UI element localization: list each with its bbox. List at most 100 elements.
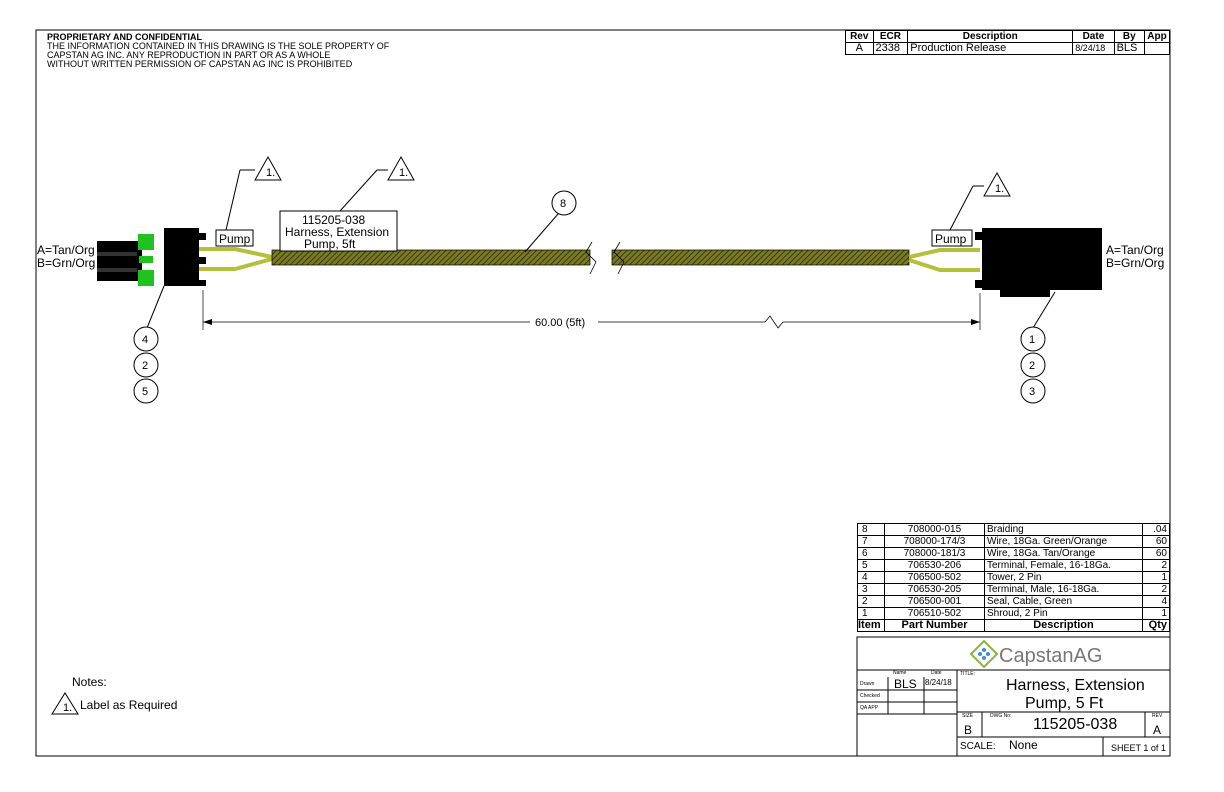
description-cell: Terminal, Female, 16-18Ga.	[984, 559, 1143, 572]
capstan-logo-icon	[969, 639, 999, 669]
center-label-line3: Pump, 5ft	[304, 237, 356, 251]
qty-cell: 1	[1142, 607, 1170, 620]
svg-text:1.: 1.	[399, 167, 408, 179]
by-header: By	[1113, 30, 1146, 43]
rev-value: A	[1153, 723, 1162, 737]
qa-label: QA APP	[860, 705, 879, 711]
right-connector	[975, 228, 1102, 297]
item-cell: 7	[857, 535, 885, 548]
proprietary-text-1: THE INFORMATION CONTAINED IN THIS DRAWIN…	[47, 41, 390, 51]
seal-icon	[138, 234, 154, 250]
balloon-left-1: 4	[133, 326, 159, 352]
title-block-frame	[856, 636, 1171, 757]
braid-right	[611, 249, 910, 266]
rev-label: REV	[1152, 713, 1163, 719]
capstan-logo: CapstanAG	[999, 645, 1102, 667]
drawing-title-1: Harness, Extension	[1006, 677, 1145, 694]
balloon-left-3: 5	[133, 378, 159, 404]
part-number-cell: 708000-015	[884, 523, 985, 536]
scale-value: None	[1009, 738, 1038, 752]
right-pin-a: A=Tan/Org	[1106, 243, 1164, 257]
drawn-label: Drawn	[860, 681, 875, 687]
center-label-line1: 115205-038	[302, 213, 365, 227]
size-label: SIZE	[962, 713, 974, 719]
svg-text:8: 8	[560, 198, 566, 210]
balloon-right-1: 1	[1020, 326, 1046, 352]
qty-cell: .04	[1142, 523, 1170, 536]
item-cell: 8	[857, 523, 885, 536]
description-cell: Production Release	[907, 42, 1074, 55]
pump-label-left: Pump	[219, 232, 251, 246]
item-header: Item	[857, 619, 885, 632]
note-flag-icon: 1.	[949, 171, 1011, 231]
dwg-number: 115205-038	[1033, 716, 1118, 733]
left-connector	[97, 228, 206, 286]
svg-text:1.: 1.	[266, 167, 275, 179]
drawn-date: 8/24/18	[925, 678, 952, 687]
drawing-border	[35, 29, 1171, 757]
date-label: Date	[931, 670, 942, 676]
notes-title: Notes:	[72, 675, 107, 689]
rev-cell: A	[845, 42, 874, 55]
date-header: Date	[1072, 30, 1115, 43]
qty-header: Qty	[1142, 619, 1170, 632]
proprietary-text-3: WITHOUT WRITTEN PERMISSION OF CAPSTAN AG…	[47, 59, 353, 69]
description-cell: Shroud, 2 Pin	[984, 607, 1143, 620]
balloon-right-3: 3	[1020, 378, 1046, 404]
qty-cell: 60	[1142, 547, 1170, 560]
date-cell: 8/24/18	[1072, 42, 1115, 55]
svg-text:60.00 (5ft): 60.00 (5ft)	[535, 317, 585, 329]
drawing-title-2: Pump, 5 Ft	[1025, 695, 1104, 712]
sheet-number: SHEET 1 of 1	[1111, 743, 1166, 753]
note-flag-icon: 1.	[225, 155, 282, 231]
app-cell	[1144, 42, 1170, 55]
svg-text:3: 3	[1029, 386, 1035, 398]
svg-text:2: 2	[142, 360, 148, 372]
qty-cell: 60	[1142, 535, 1170, 548]
balloon-item-8: 8	[524, 190, 577, 253]
item-cell: 1	[857, 607, 885, 620]
svg-text:4: 4	[142, 334, 148, 346]
center-label-line2: Harness, Extension	[285, 225, 389, 239]
svg-text:2: 2	[1029, 360, 1035, 372]
description-cell: Terminal, Male, 16-18Ga.	[984, 583, 1143, 596]
checked-label: Checked	[860, 693, 880, 699]
rev-header: Rev	[845, 30, 874, 43]
app-header: App	[1144, 30, 1170, 43]
note-flag-icon: 1.	[51, 692, 79, 715]
left-pin-a: A=Tan/Org	[37, 243, 95, 257]
drawn-name: BLS	[894, 677, 917, 691]
svg-text:1.: 1.	[63, 702, 72, 714]
part-number-cell: 708000-174/3	[884, 535, 985, 548]
part-number-cell: 706500-001	[884, 595, 985, 608]
by-cell: BLS	[1113, 42, 1146, 55]
qty-cell: 4	[1142, 595, 1170, 608]
item-cell: 4	[857, 571, 885, 584]
wire-grn-left	[199, 257, 273, 271]
description-header: Description	[907, 30, 1074, 43]
wire-tan-left	[199, 247, 273, 259]
description-cell: Tower, 2 Pin	[984, 571, 1143, 584]
qty-cell: 2	[1142, 559, 1170, 572]
note-flag-icon: 1.	[339, 155, 415, 212]
balloon-left-2: 2	[133, 352, 159, 378]
right-pin-b: B=Grn/Org	[1106, 256, 1165, 270]
item-cell: 3	[857, 583, 885, 596]
svg-text:1.: 1.	[995, 183, 1004, 195]
ecr-header: ECR	[872, 30, 909, 43]
scale-label: SCALE:	[960, 741, 996, 752]
size-value: B	[964, 723, 973, 737]
item-cell: 6	[857, 547, 885, 560]
part-number-cell: 706510-502	[884, 607, 985, 620]
